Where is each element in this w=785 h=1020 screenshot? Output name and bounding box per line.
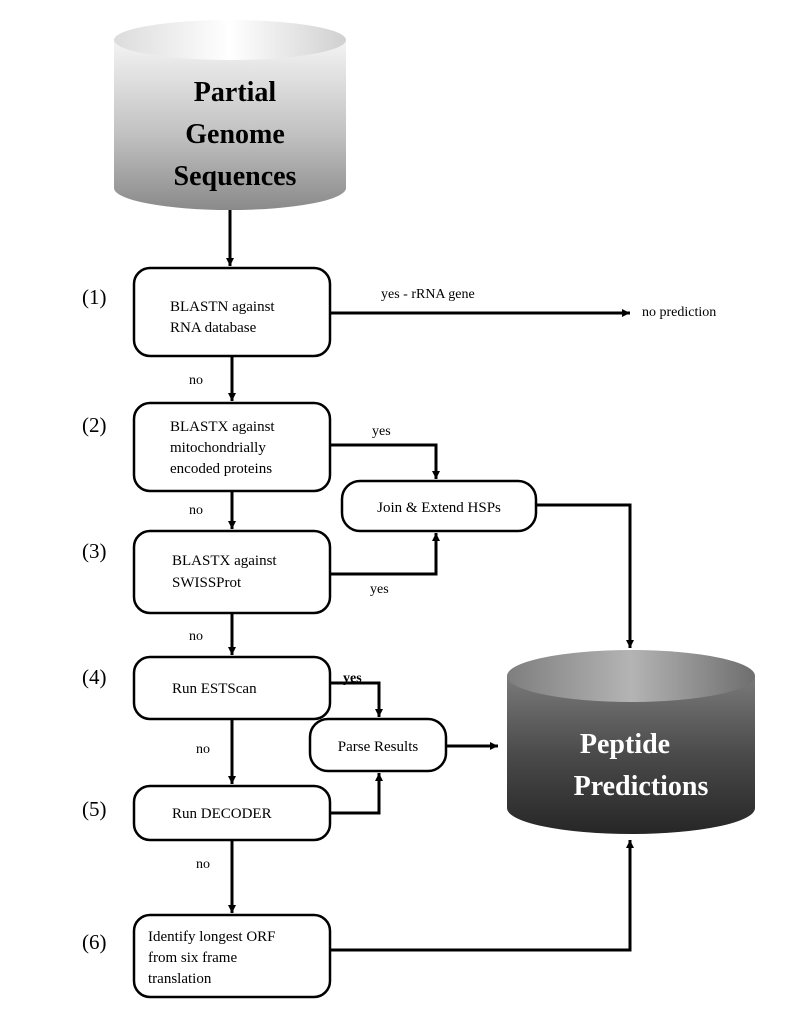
edge-label-no-4: no bbox=[196, 742, 210, 757]
step-3-box: BLASTX against SWISSProt bbox=[132, 529, 332, 615]
join-extend-label: Join & Extend HSPs bbox=[377, 500, 501, 516]
step-1-line-2: RNA database bbox=[170, 320, 257, 336]
connectors bbox=[226, 210, 634, 952]
arrow-step-5-to-parse bbox=[330, 773, 383, 815]
arrow-step-2-to-join bbox=[330, 443, 440, 479]
step-6-number: (6) bbox=[82, 930, 107, 954]
step-2-line-1: BLASTX against bbox=[170, 419, 275, 435]
step-2-number: (2) bbox=[82, 413, 107, 437]
edge-label-yes-4: yes bbox=[343, 671, 362, 686]
edge-label-yes-2: yes bbox=[372, 424, 391, 439]
source-database-line-2: Genome bbox=[185, 119, 285, 150]
source-database-line-1: Partial bbox=[194, 77, 277, 108]
target-database: Peptide Predictions bbox=[507, 650, 755, 834]
edge-labels: yes - rRNA gene no prediction no yes no … bbox=[189, 287, 716, 872]
arrow-step-3-to-join bbox=[330, 533, 440, 576]
target-database-line-2: Predictions bbox=[574, 771, 709, 802]
arrow-step-6-to-target bbox=[330, 840, 634, 952]
edge-label-no-3: no bbox=[189, 629, 203, 644]
edge-label-no-5: no bbox=[196, 857, 210, 872]
join-extend-box: Join & Extend HSPs bbox=[340, 479, 538, 533]
step-6-line-2: from six frame bbox=[148, 950, 237, 966]
edge-label-no-prediction: no prediction bbox=[642, 305, 716, 320]
target-database-line-1: Peptide bbox=[580, 729, 670, 760]
step-1-number: (1) bbox=[82, 285, 107, 309]
step-6-line-1: Identify longest ORF bbox=[148, 929, 276, 945]
arrow-join-to-target bbox=[536, 503, 634, 648]
step-3-line-1: BLASTX against bbox=[172, 553, 277, 569]
step-4-line-1: Run ESTScan bbox=[172, 681, 257, 697]
arrow-step-4-to-parse bbox=[330, 681, 383, 717]
source-database: Partial Genome Sequences bbox=[114, 20, 346, 210]
source-database-line-3: Sequences bbox=[174, 161, 297, 192]
edge-label-no-1: no bbox=[189, 373, 203, 388]
step-2-line-3: encoded proteins bbox=[170, 461, 272, 477]
step-5-number: (5) bbox=[82, 797, 107, 821]
step-1-line-1: BLASTN against bbox=[170, 299, 275, 315]
step-3-line-2: SWISSProt bbox=[172, 575, 242, 591]
edge-label-no-2: no bbox=[189, 503, 203, 518]
edge-label-yes-3: yes bbox=[370, 582, 389, 597]
step-2-box: BLASTX against mitochondrially encoded p… bbox=[132, 401, 332, 493]
step-3-number: (3) bbox=[82, 539, 107, 563]
parse-results-box: Parse Results bbox=[308, 717, 448, 773]
step-1-box: BLASTN against RNA database bbox=[132, 266, 332, 358]
step-2-line-2: mitochondrially bbox=[170, 440, 266, 456]
step-5-line-1: Run DECODER bbox=[172, 806, 272, 822]
step-6-box: Identify longest ORF from six frame tran… bbox=[132, 913, 332, 999]
step-4-box: Run ESTScan bbox=[132, 655, 332, 721]
step-5-box: Run DECODER bbox=[132, 784, 332, 842]
step-6-line-3: translation bbox=[148, 971, 212, 987]
parse-results-label: Parse Results bbox=[338, 739, 419, 755]
edge-label-rrna: yes - rRNA gene bbox=[381, 287, 475, 302]
step-4-number: (4) bbox=[82, 665, 107, 689]
